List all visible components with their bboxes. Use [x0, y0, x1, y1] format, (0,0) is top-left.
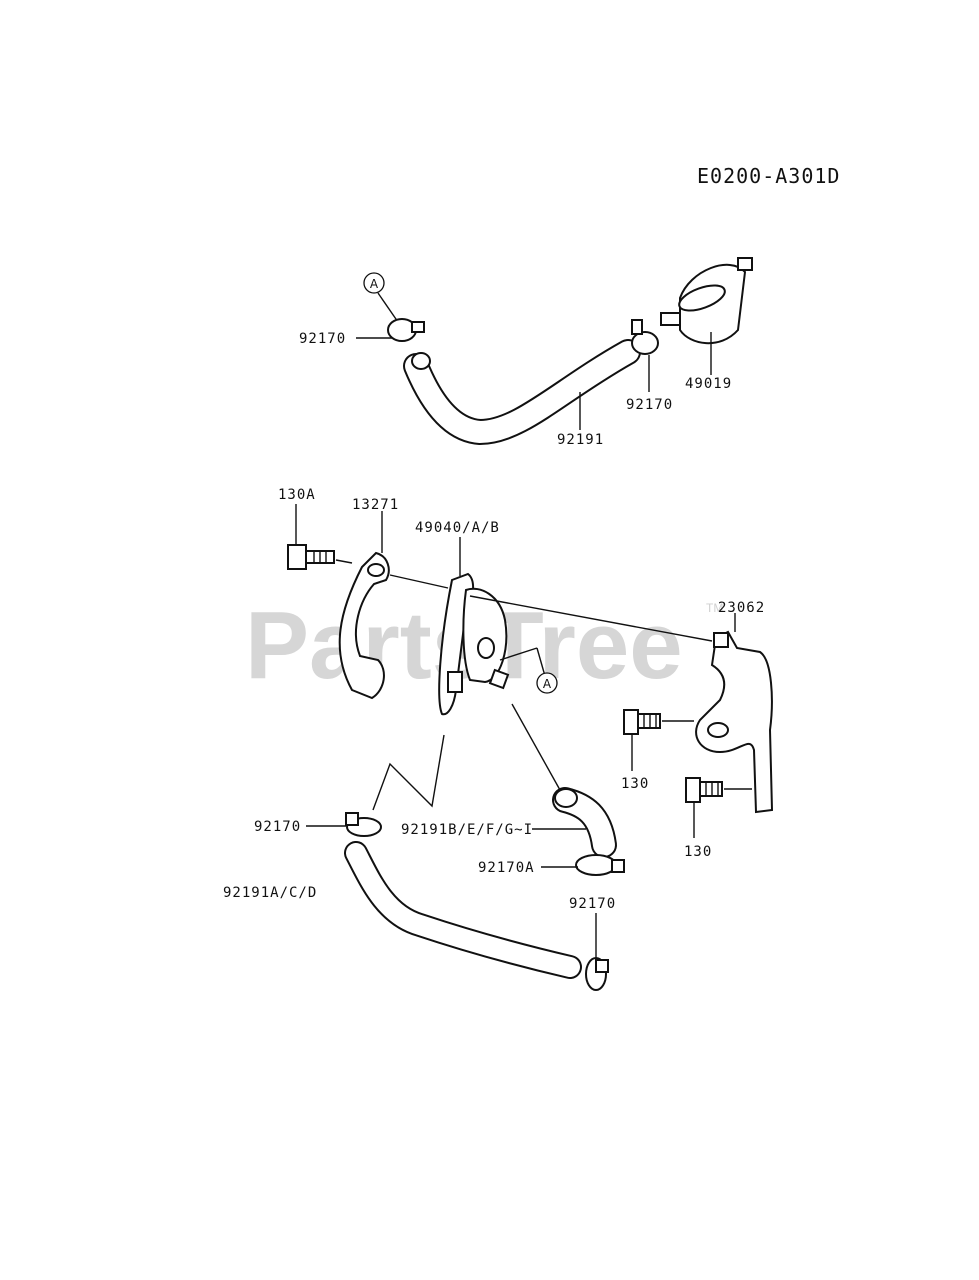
label-fuel-filter: 49019: [685, 376, 732, 392]
clamp-92170-bottom-right[interactable]: [585, 957, 609, 991]
label-bolt-130a: 130A: [278, 487, 316, 503]
watermark-tm: TM: [706, 601, 723, 615]
label-clamp-top-left: 92170: [299, 331, 346, 347]
clamp-92170-top-right[interactable]: [631, 319, 659, 355]
label-bracket-23062: 23062: [718, 600, 765, 616]
bolt-130a-axis: [335, 559, 353, 564]
axis-bracket-pump: [389, 574, 449, 589]
callout-a-top-letter: A: [370, 277, 379, 291]
clamp-92170-top-left[interactable]: [387, 318, 425, 342]
axis-pump-elbow: [511, 703, 561, 791]
label-bolt-130-upper: 130: [621, 776, 649, 792]
label-bracket-13271: 13271: [352, 497, 399, 513]
label-clamp-bottom-right: 92170: [569, 896, 616, 912]
callout-a-lower-leader2: [536, 647, 546, 677]
label-clamp-top-right: 92170: [626, 397, 673, 413]
bolt-130-upper[interactable]: [623, 709, 661, 735]
callout-a-lower[interactable]: A: [536, 672, 558, 694]
callout-a-top-leader: [377, 292, 399, 323]
bolt-130-lower[interactable]: [685, 777, 723, 803]
diagram-code: E0200-A301D: [697, 164, 840, 188]
callout-a-lower-letter: A: [543, 677, 552, 691]
axis-pump-bracket23062: [469, 595, 713, 642]
bolt-130a[interactable]: [287, 544, 335, 570]
label-clamp-left: 92170: [254, 819, 301, 835]
label-hose-elbow: 92191B/E/F/G~I: [401, 822, 533, 838]
label-hose-bottom: 92191A/C/D: [223, 885, 317, 901]
callout-a-lower-leader1: [499, 647, 538, 661]
hose-92191b-elbow[interactable]: [552, 787, 617, 858]
label-clamp-92170a: 92170A: [478, 860, 535, 876]
clamp-92170a[interactable]: [575, 854, 625, 876]
bracket-13271[interactable]: [338, 551, 390, 700]
label-fuel-pump: 49040/A/B: [415, 520, 500, 536]
hose-92191acd[interactable]: [344, 841, 582, 979]
callout-a-top[interactable]: A: [363, 272, 385, 294]
label-hose-top: 92191: [557, 432, 604, 448]
clamp-92170-left[interactable]: [345, 812, 382, 837]
axis-pump-clamp-left: [372, 734, 445, 811]
fuel-pump-49040[interactable]: [438, 572, 510, 716]
hose-92191-top[interactable]: [403, 339, 641, 446]
label-bolt-130-lower: 130: [684, 844, 712, 860]
bracket-23062[interactable]: [695, 630, 774, 814]
fuel-filter-49019[interactable]: [660, 257, 753, 345]
